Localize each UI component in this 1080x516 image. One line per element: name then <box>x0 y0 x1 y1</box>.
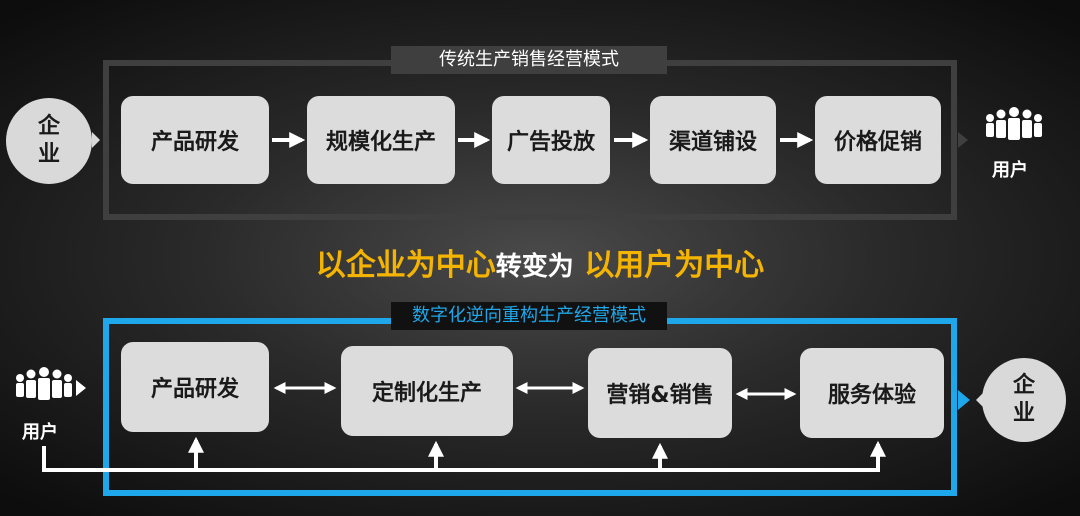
bottom-step-rd: 产品研发 <box>121 342 269 432</box>
headline: 以企业为中心转变为 以用户为中心 <box>0 240 1080 284</box>
enterprise-circle-top: 企 业 <box>6 98 92 184</box>
bottom-frame-pointer <box>958 390 970 410</box>
top-step-channel: 渠道铺设 <box>650 96 776 184</box>
user-label-top: 用户 <box>992 160 1028 181</box>
headline-part1: 以企业为中心 <box>315 248 496 283</box>
enterprise-label-line1: 企 <box>37 114 60 139</box>
top-step-advertising: 广告投放 <box>492 96 610 184</box>
feedback-line <box>42 446 880 472</box>
people-group-icon <box>16 367 86 400</box>
enterprise-pointer-bottom <box>976 392 984 408</box>
bottom-step-marketing-sales: 营销&销售 <box>588 348 732 438</box>
top-step-rd: 产品研发 <box>121 96 269 184</box>
top-step-mass-production: 规模化生产 <box>307 96 455 184</box>
bottom-step-custom-production: 定制化生产 <box>341 346 513 436</box>
top-step-price-promo: 价格促销 <box>815 96 941 184</box>
headline-part2: 转变为 <box>495 252 574 282</box>
enterprise-label-line2: 业 <box>37 142 60 167</box>
bottom-step-service-experience: 服务体验 <box>800 348 944 438</box>
enterprise-label-bottom-line2: 业 <box>1012 401 1035 426</box>
headline-part3: 以用户为中心 <box>584 248 765 283</box>
top-frame-pointer <box>958 132 968 148</box>
traditional-model-title: 传统生产销售经营模式 <box>391 46 667 74</box>
enterprise-label-bottom-line1: 企 <box>1012 373 1035 398</box>
people-group-icon <box>986 107 1042 140</box>
user-label-bottom: 用户 <box>22 422 58 443</box>
digital-model-title: 数字化逆向重构生产经营模式 <box>391 302 667 330</box>
enterprise-pointer-top <box>92 132 100 148</box>
enterprise-circle-bottom: 企 业 <box>982 358 1066 442</box>
